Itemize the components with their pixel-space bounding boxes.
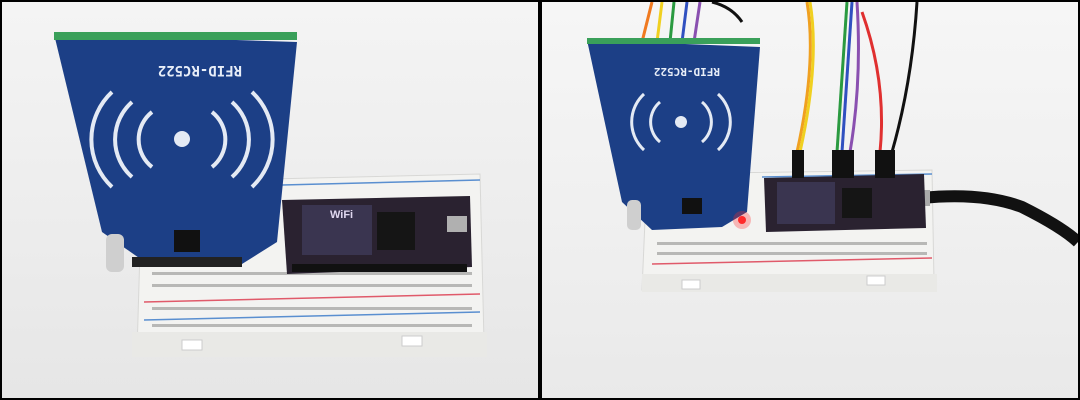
nodemcu-board <box>764 174 926 232</box>
led-indicator <box>738 216 746 224</box>
rfid-module: RFID-RC522 <box>587 38 760 230</box>
photo-left: WiFi RFID-RC522 <box>2 2 538 398</box>
rfid-label: RFID-RC522 <box>158 62 242 78</box>
usb-cable <box>912 190 1078 247</box>
esp-label: WiFi <box>330 209 353 221</box>
rfid-label: RFID-RC522 <box>654 65 720 78</box>
nodemcu-board: WiFi <box>282 196 472 274</box>
photo-right: RFID-RC522 <box>542 2 1078 398</box>
jumper-wires <box>640 2 919 153</box>
header-pins <box>792 150 895 178</box>
rfid-module: RFID-RC522 <box>54 32 297 272</box>
